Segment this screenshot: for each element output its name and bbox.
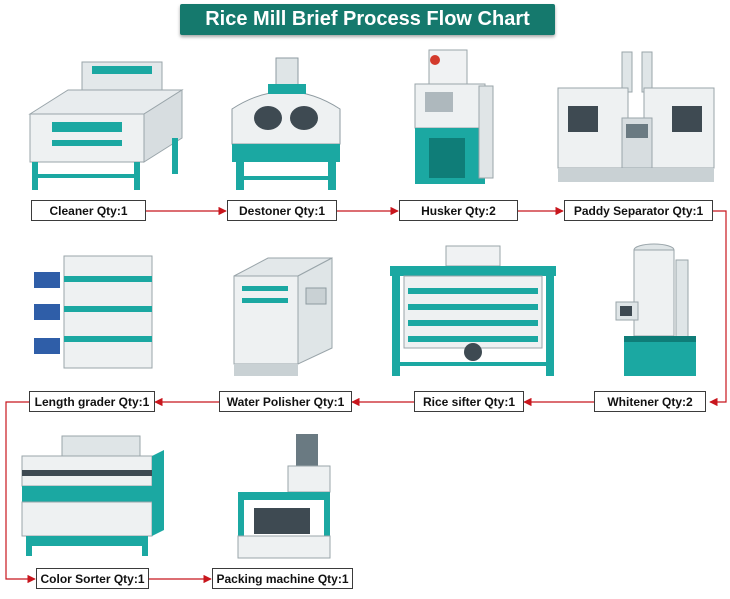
step-rice-sifter: Rice sifter Qty:1: [414, 391, 524, 412]
rice-sifter-machine-image: [390, 245, 556, 376]
cleaner-machine-image: [28, 61, 184, 190]
step-packing-machine: Packing machine Qty:1: [212, 568, 353, 589]
step-husker: Husker Qty:2: [399, 200, 518, 221]
packing-machine-image: [237, 434, 331, 559]
step-water-polisher: Water Polisher Qty:1: [219, 391, 352, 412]
step-paddy-separator: Paddy Separator Qty:1: [564, 200, 713, 221]
paddy-separator-machine-image: [557, 51, 715, 182]
page-title: Rice Mill Brief Process Flow Chart: [180, 4, 555, 35]
water-polisher-machine-image: [233, 257, 333, 376]
step-color-sorter: Color Sorter Qty:1: [36, 568, 149, 589]
connector-paddy-separator-whitener: [709, 210, 727, 407]
color-sorter-machine-image: [21, 435, 164, 556]
step-cleaner: Cleaner Qty:1: [31, 200, 146, 221]
step-destoner: Destoner Qty:1: [227, 200, 337, 221]
husker-machine-image: [414, 49, 494, 184]
connector-length-grader-color-sorter: [5, 401, 36, 584]
length-grader-machine-image: [34, 255, 153, 369]
whitener-machine-image: [615, 243, 696, 376]
step-whitener: Whitener Qty:2: [594, 391, 706, 412]
step-length-grader: Length grader Qty:1: [29, 391, 155, 412]
destoner-machine-image: [231, 57, 341, 190]
